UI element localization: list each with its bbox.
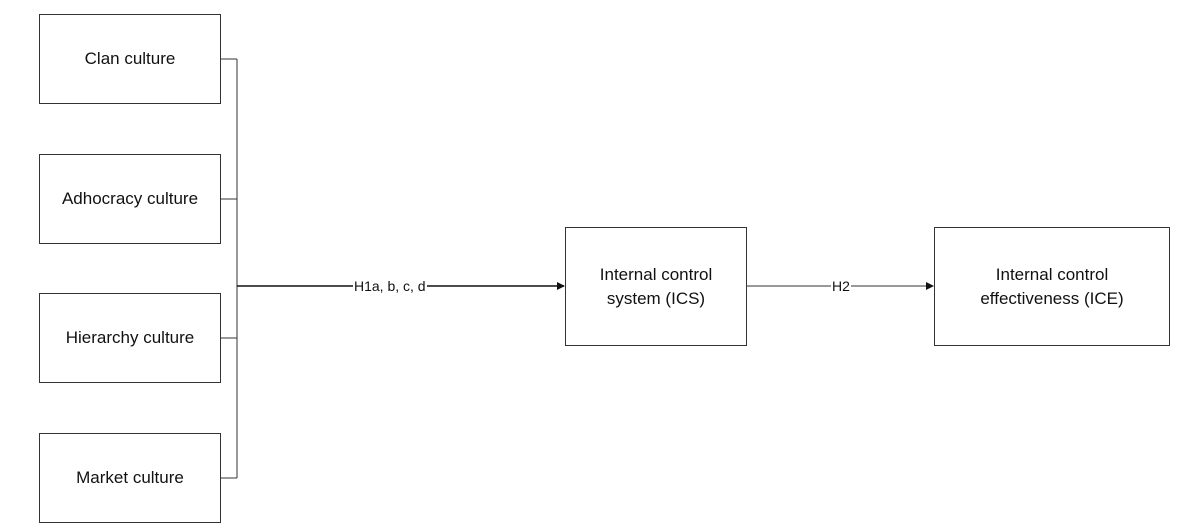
ics-label-line2: system (ICS) — [606, 288, 706, 308]
ics-label-line1: Internal control — [599, 264, 713, 284]
hierarchy-culture-label: Hierarchy culture — [65, 328, 195, 347]
ice-box: Internal control effectiveness (ICE) — [934, 227, 1170, 346]
ics-box: Internal control system (ICS) — [565, 227, 747, 346]
adhocracy-culture-label: Adhocracy culture — [61, 189, 199, 208]
h2-path-label: H2 — [831, 278, 851, 294]
clan-culture-label: Clan culture — [84, 49, 176, 68]
ics-text: Internal control system (ICS) — [600, 263, 712, 311]
market-culture-box: Market culture — [39, 433, 221, 523]
market-culture-label: Market culture — [76, 468, 184, 487]
ice-label-line1: Internal control — [995, 264, 1109, 284]
ice-label-line2: effectiveness (ICE) — [980, 288, 1124, 308]
clan-culture-box: Clan culture — [39, 14, 221, 104]
adhocracy-culture-box: Adhocracy culture — [39, 154, 221, 244]
ice-text: Internal control effectiveness (ICE) — [980, 263, 1123, 311]
h1-path-label: H1a, b, c, d — [353, 278, 427, 294]
hierarchy-culture-box: Hierarchy culture — [39, 293, 221, 383]
